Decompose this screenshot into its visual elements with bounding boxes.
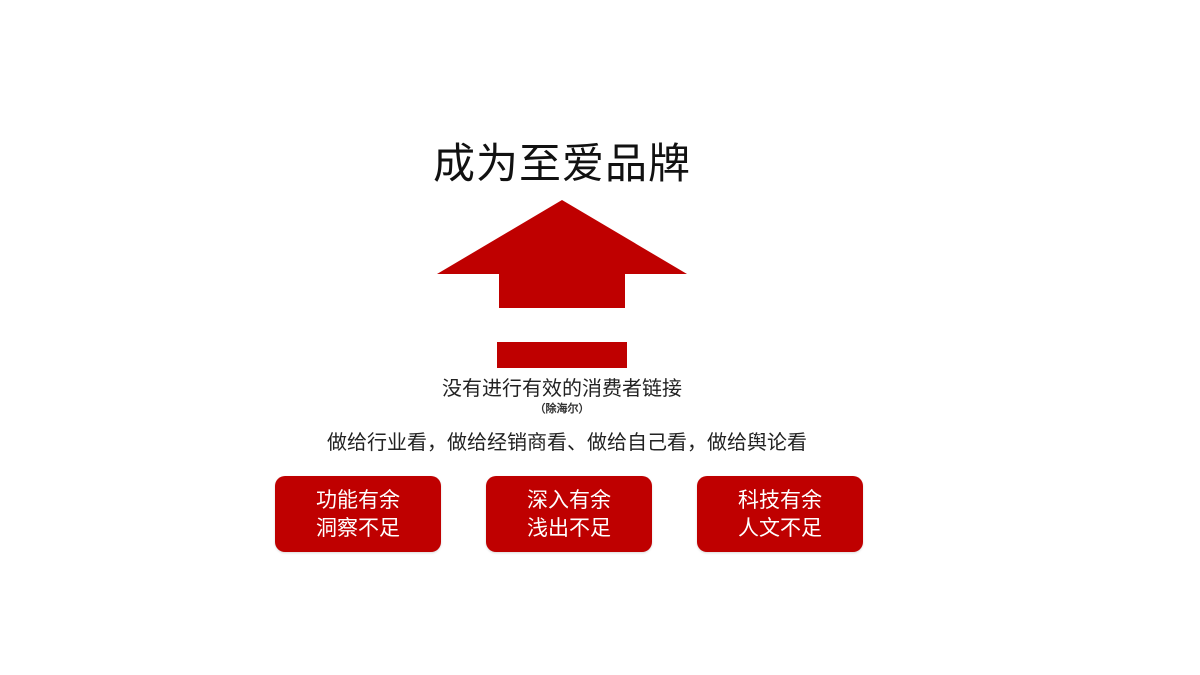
arrow-head-shape [437,200,687,308]
box-line-2: 人文不足 [738,516,822,540]
subtitle: 没有进行有效的消费者链接 [442,376,682,400]
box-tech-humanity: 科技有余 人文不足 [697,476,863,552]
box-function-insight: 功能有余 洞察不足 [275,476,441,552]
box-line-1: 功能有余 [316,488,400,512]
box-depth-simplicity: 深入有余 浅出不足 [486,476,652,552]
source-note: （除海尔） [534,402,590,415]
box-line-1: 深入有余 [527,488,611,512]
caption: 做给行业看，做给经销商看、做给自己看，做给舆论看 [327,430,807,454]
arrow-base-bar [497,342,627,368]
page-title: 成为至爱品牌 [432,139,691,188]
box-line-1: 科技有余 [738,488,822,512]
box-line-2: 洞察不足 [316,516,400,540]
box-line-2: 浅出不足 [527,516,611,540]
